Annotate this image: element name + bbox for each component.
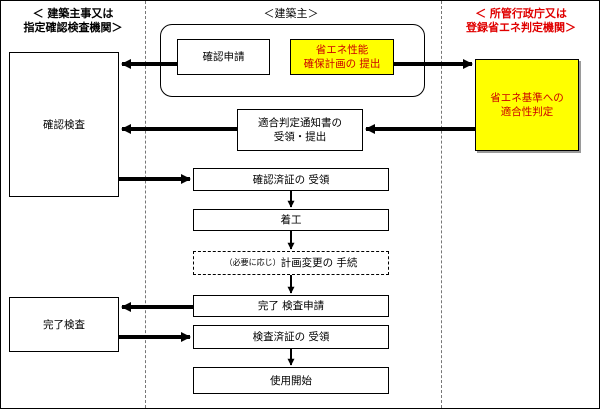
box-kensa-zumi: 検査済証の 受領 bbox=[193, 325, 389, 349]
lane-header-right: ＜ 所管行政庁又は 登録省エネ判定機関＞ bbox=[451, 7, 591, 35]
lane-divider-right bbox=[441, 1, 442, 408]
lane-header-left-line2: 指定確認検査機関＞ bbox=[23, 21, 123, 34]
box-kakunin-kensa: 確認検査 bbox=[9, 52, 119, 197]
box-tekigo-tsuchi: 適合判定通知書の 受領・提出 bbox=[237, 109, 363, 151]
lane-header-right-line2: 登録省エネ判定機関＞ bbox=[466, 21, 576, 34]
box-kanryo-kensa: 完了検査 bbox=[9, 297, 119, 352]
box-chakko: 着工 bbox=[193, 209, 389, 231]
lane-divider-left bbox=[145, 1, 146, 408]
lane-header-left: ＜ 建築主事又は 指定確認検査機関＞ bbox=[7, 7, 139, 35]
box-shoene-plan: 省エネ性能 確保計画の 提出 bbox=[290, 39, 394, 75]
box-kakunin-zumi: 確認済証の 受領 bbox=[193, 168, 389, 191]
box-kijun-line2: 適合性判定 bbox=[500, 106, 554, 118]
box-kanryo-shinsei: 完了 検査申請 bbox=[193, 295, 389, 317]
box-tekigo-hantei: 省エネ基準への 適合性判定 bbox=[475, 59, 579, 151]
box-kijun-line1: 省エネ基準への bbox=[490, 92, 564, 104]
box-keikaku-henko: （必要に応じ）計画変更の 手続 bbox=[193, 251, 389, 275]
box-shiyo-kaishi: 使用開始 bbox=[193, 367, 389, 394]
box-tekigo-line1: 適合判定通知書の bbox=[258, 117, 342, 129]
box-kakunin-shinsei: 確認申請 bbox=[177, 39, 270, 75]
box-henko-prefix: （必要に応じ） bbox=[224, 258, 281, 267]
box-shoene-line1: 省エネ性能 bbox=[315, 44, 369, 56]
lane-header-center: ＜建築主＞ bbox=[263, 7, 319, 20]
box-henko-main: 計画変更の 手続 bbox=[280, 257, 358, 269]
box-tekigo-line2: 受領・提出 bbox=[273, 131, 327, 143]
lane-header-left-line1: ＜ 建築主事又は bbox=[32, 7, 114, 20]
applicant-group bbox=[160, 24, 425, 97]
lane-header-right-line1: ＜ 所管行政庁又は bbox=[475, 7, 567, 20]
box-shoene-line2: 確保計画の 提出 bbox=[303, 58, 381, 70]
